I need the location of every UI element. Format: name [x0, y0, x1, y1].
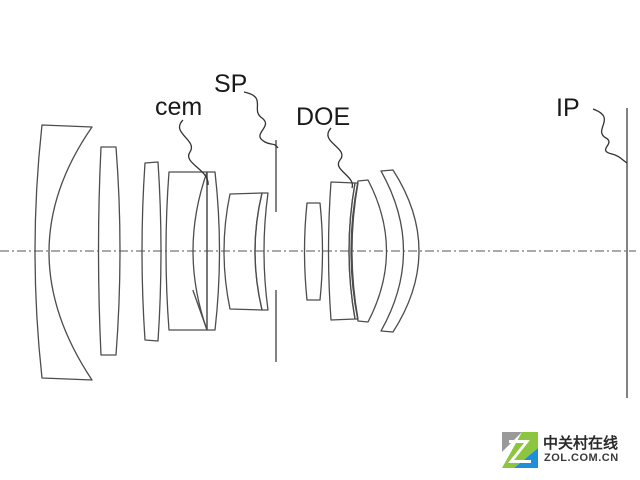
cem-leader-line [179, 119, 209, 186]
cemented-doublet-rear [192, 171, 221, 331]
lens-element-9 [350, 179, 388, 323]
lens-element-10 [380, 169, 420, 333]
ip-leader-line [592, 108, 628, 164]
label-ip: IP [556, 94, 580, 122]
doe-leader-line [327, 127, 353, 189]
label-sp: SP [214, 70, 247, 98]
zol-logo-icon [502, 432, 538, 468]
lens-element-2 [97, 146, 121, 356]
lens-element-1 [34, 124, 93, 381]
logo-z-letter [508, 440, 531, 463]
zol-watermark: 中关村在线 ZOL.COM.CN [500, 430, 638, 474]
label-cem: cem [155, 93, 202, 121]
watermark-brand-en: ZOL.COM.CN [544, 452, 619, 464]
lens-element-7 [303, 202, 324, 301]
sp-leader-line [243, 91, 279, 149]
label-doe: DOE [296, 103, 350, 131]
lens-element-3 [141, 161, 162, 342]
watermark-brand-cn: 中关村在线 [543, 434, 619, 452]
lens-element-6 [254, 192, 269, 311]
